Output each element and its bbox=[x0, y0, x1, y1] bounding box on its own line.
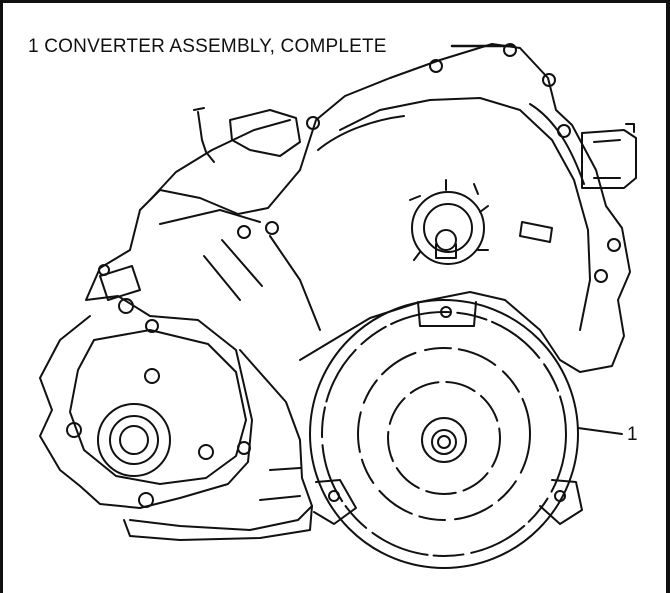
pump-drive-hub-outer bbox=[411, 191, 485, 265]
oil-pan bbox=[123, 505, 313, 541]
case-bolt bbox=[144, 368, 160, 384]
output-seal bbox=[109, 415, 159, 465]
electrical-connector bbox=[581, 129, 637, 189]
housing-bolt bbox=[306, 116, 320, 130]
dipstick-tube bbox=[193, 107, 215, 163]
torque-converter-outer bbox=[309, 299, 579, 569]
case-bolt bbox=[98, 264, 110, 276]
case-bolt bbox=[198, 444, 214, 460]
bell-housing-flange bbox=[317, 103, 585, 185]
converter-lug-left bbox=[313, 479, 357, 525]
case-bolt bbox=[66, 422, 82, 438]
case-bolt bbox=[265, 221, 279, 235]
torque-converter-ring bbox=[357, 347, 531, 521]
converter-lug-right bbox=[539, 479, 583, 525]
input-shaft bbox=[435, 229, 457, 251]
case-bolt bbox=[237, 225, 251, 239]
housing-bolt bbox=[429, 59, 443, 73]
case-ribs bbox=[149, 119, 321, 331]
figure-caption: 1 CONVERTER ASSEMBLY, COMPLETE bbox=[28, 36, 387, 57]
case-bolt bbox=[138, 492, 154, 508]
housing-vent-slot bbox=[519, 221, 553, 243]
converter-lug-top bbox=[417, 301, 477, 327]
bell-housing-inner-rim bbox=[339, 97, 591, 331]
torque-converter-inner-ring bbox=[387, 381, 501, 495]
housing-bolt bbox=[503, 43, 517, 57]
housing-bolt bbox=[557, 124, 571, 138]
housing-bolt bbox=[542, 73, 556, 87]
housing-bolt bbox=[594, 269, 608, 283]
case-bolt bbox=[118, 298, 134, 314]
callout-label: 1 bbox=[627, 424, 638, 445]
torque-converter-rim bbox=[321, 311, 567, 557]
pump-drive-hub bbox=[423, 203, 473, 253]
converter-hub-outer bbox=[421, 417, 467, 463]
case-bolt bbox=[145, 319, 159, 333]
pump-drive-splines bbox=[409, 179, 489, 261]
housing-bolt bbox=[607, 238, 621, 252]
output-seal-outer bbox=[97, 403, 171, 477]
case-bolt bbox=[237, 441, 251, 455]
differential-cover bbox=[69, 329, 247, 485]
governor-cover bbox=[99, 265, 141, 301]
converter-hub bbox=[431, 429, 457, 455]
callout-leader-line bbox=[577, 427, 623, 435]
converter-pilot bbox=[437, 435, 451, 449]
bell-housing-outline bbox=[299, 43, 631, 373]
output-shaft-bore bbox=[119, 425, 149, 455]
